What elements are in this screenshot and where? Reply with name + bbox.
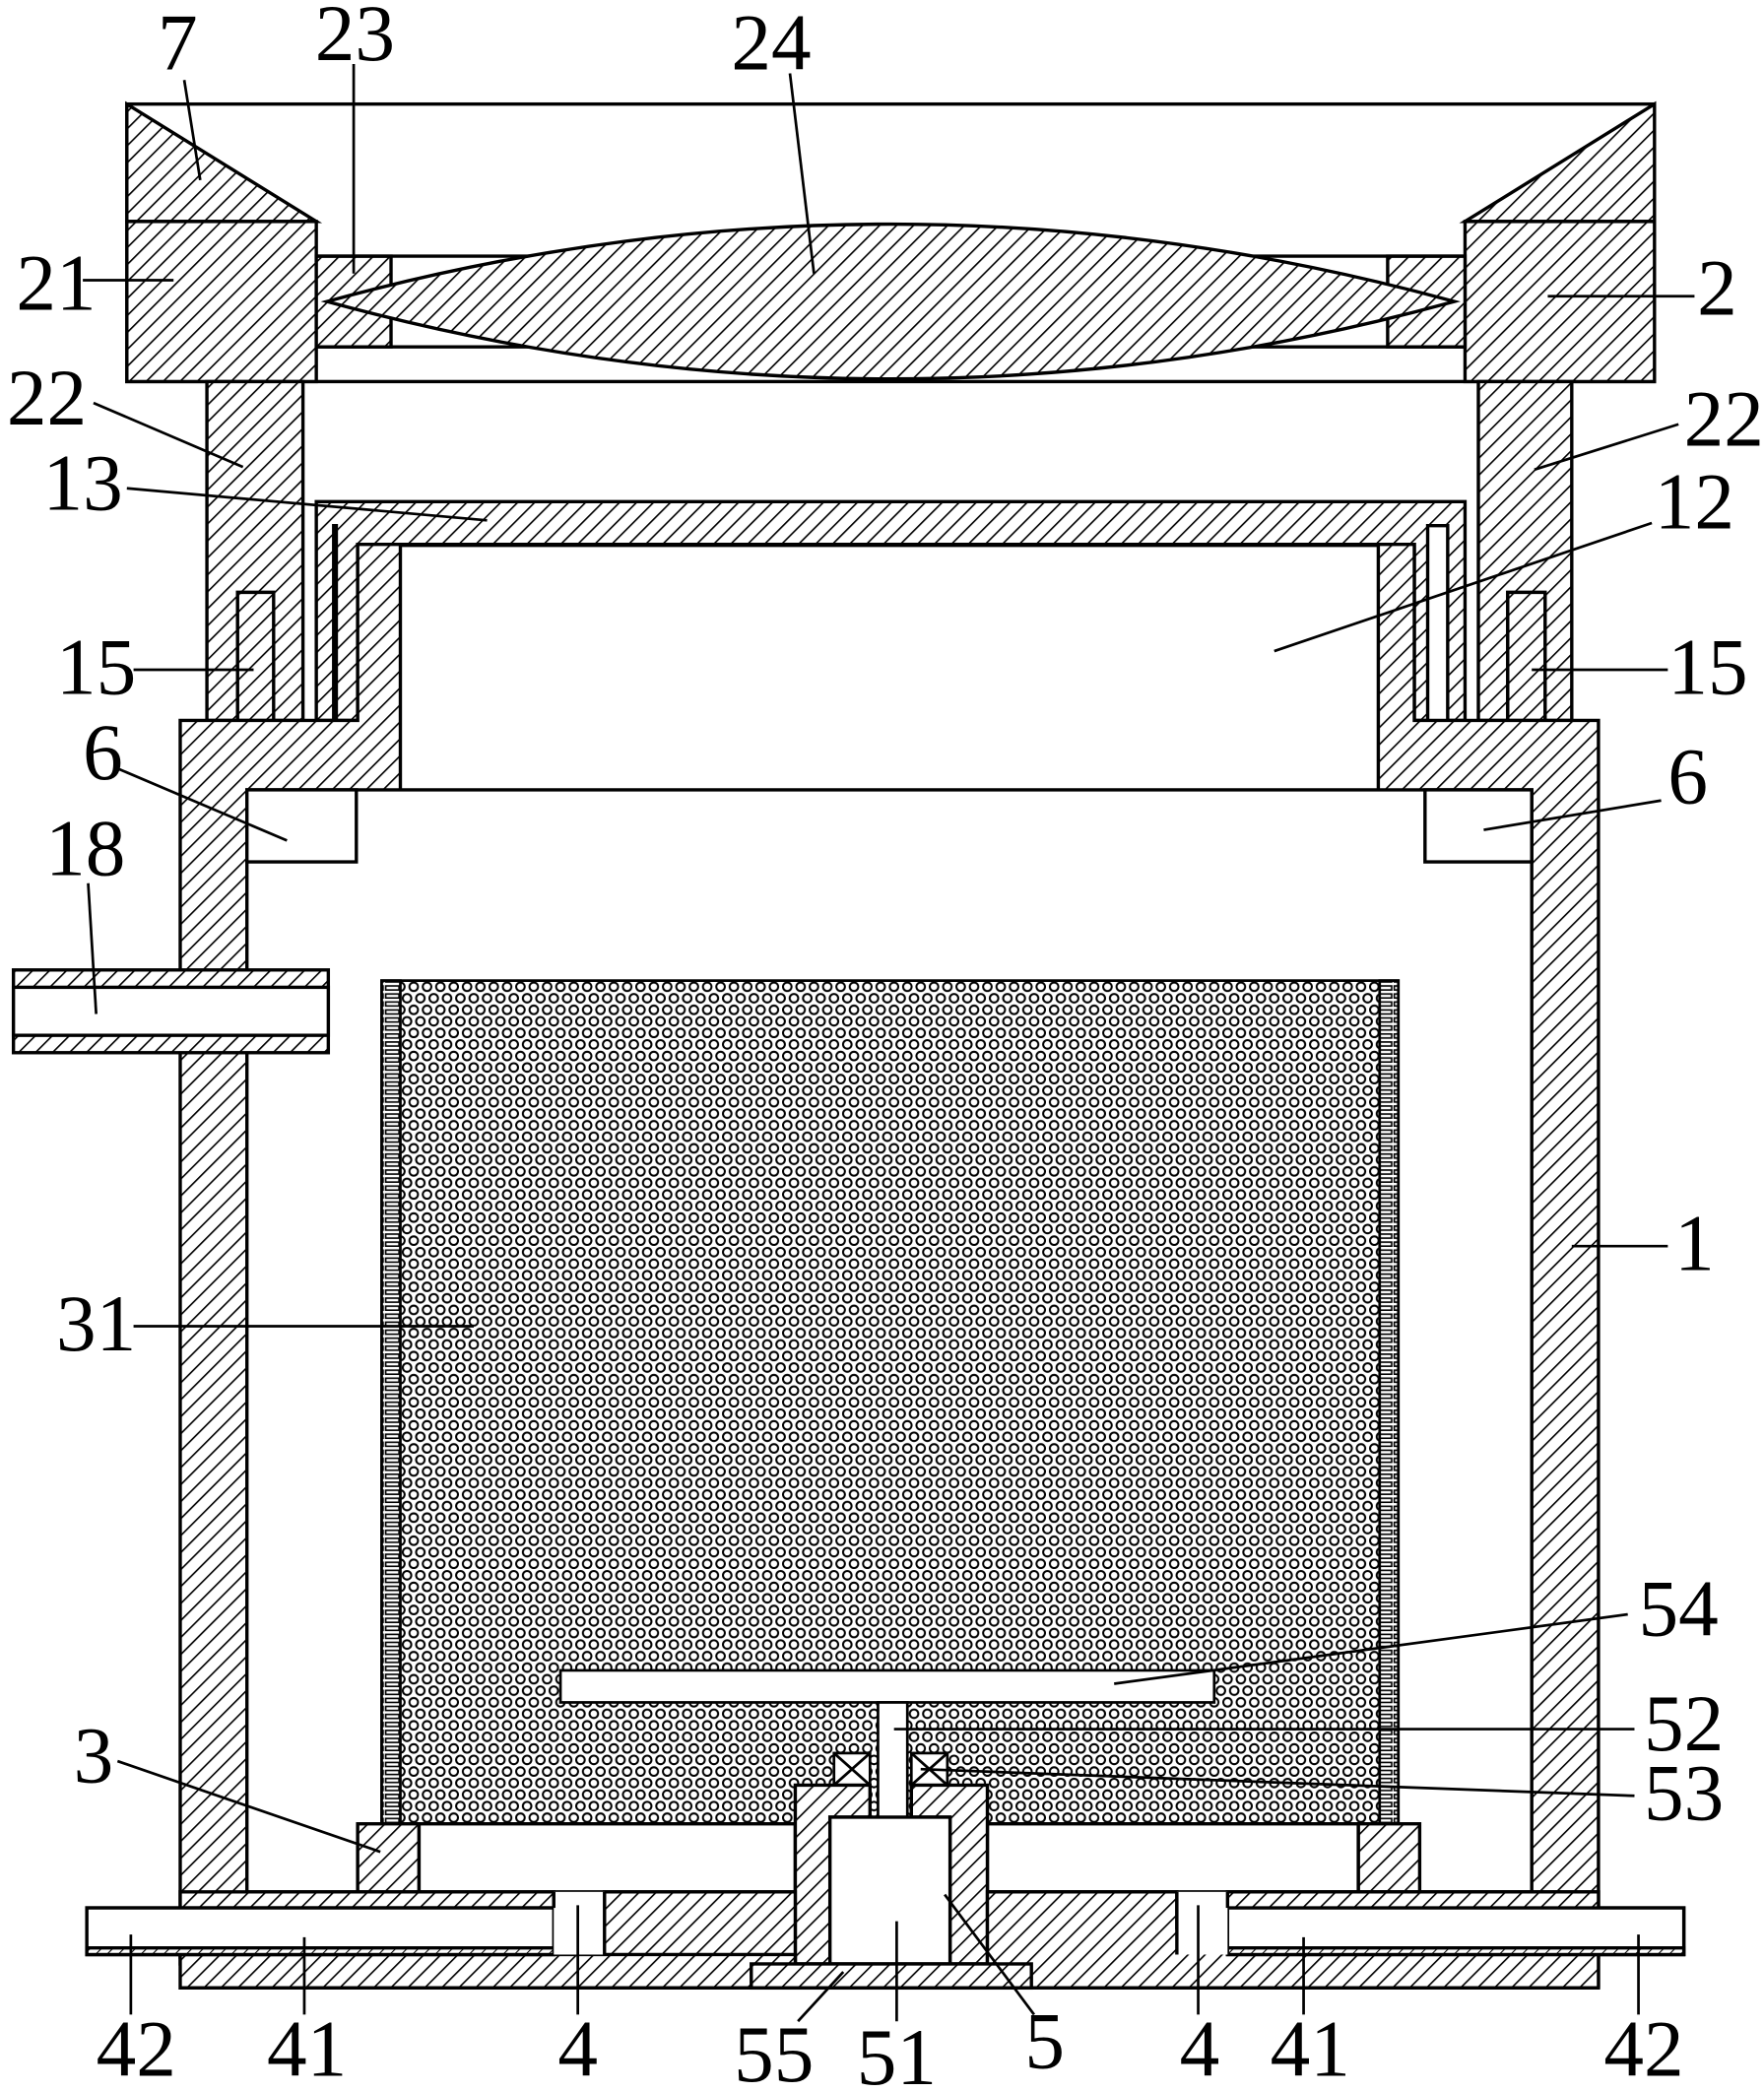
leader-lines: [83, 64, 1695, 2023]
label-13: 13: [42, 438, 122, 527]
label-31: 31: [56, 1279, 136, 1368]
filter-basket: [380, 979, 1401, 1890]
support-posts: [205, 379, 1574, 723]
label-6-left: 6: [83, 708, 123, 797]
label-15-right: 15: [1667, 622, 1747, 711]
blade: [558, 1668, 1216, 1704]
label-51: 51: [857, 2013, 937, 2092]
callout-labels: 7 23 24 21 2 22 22 13 12 15 15 6 6 18 1 …: [7, 0, 1764, 2092]
label-22-left: 22: [7, 354, 87, 442]
label-4-left: 4: [557, 2005, 598, 2092]
label-2: 2: [1697, 244, 1737, 333]
label-42-right: 42: [1603, 2005, 1683, 2092]
label-12: 12: [1655, 457, 1734, 546]
base: [85, 1783, 1686, 1991]
label-41-right: 41: [1271, 2005, 1350, 2092]
block-left: [125, 220, 318, 384]
label-22-right: 22: [1684, 374, 1764, 463]
lens: [320, 222, 1462, 381]
label-54: 54: [1639, 1565, 1719, 1654]
label-5: 5: [1024, 1997, 1065, 2086]
shaft: [877, 1701, 909, 1819]
pin-left: [235, 590, 276, 723]
label-52: 52: [1644, 1679, 1724, 1768]
label-23: 23: [315, 0, 395, 78]
top-frame: [125, 100, 1657, 384]
lid: [314, 499, 1468, 723]
label-4-right: 4: [1180, 2005, 1220, 2092]
bracket-left: [245, 788, 359, 864]
label-7: 7: [158, 0, 198, 87]
label-55: 55: [734, 2010, 814, 2092]
label-42-left: 42: [97, 2005, 176, 2092]
label-18: 18: [45, 805, 125, 893]
pin-right: [1506, 590, 1547, 723]
inlet-pipe: [11, 968, 331, 1055]
label-24: 24: [731, 0, 811, 87]
block-right: [1463, 220, 1657, 384]
label-15-left: 15: [56, 622, 136, 711]
label-3: 3: [74, 1712, 114, 1800]
label-53: 53: [1644, 1749, 1724, 1838]
label-1: 1: [1674, 1200, 1715, 1288]
label-6-right: 6: [1667, 732, 1708, 820]
label-21: 21: [16, 238, 96, 327]
label-41-left: 41: [267, 2005, 347, 2092]
